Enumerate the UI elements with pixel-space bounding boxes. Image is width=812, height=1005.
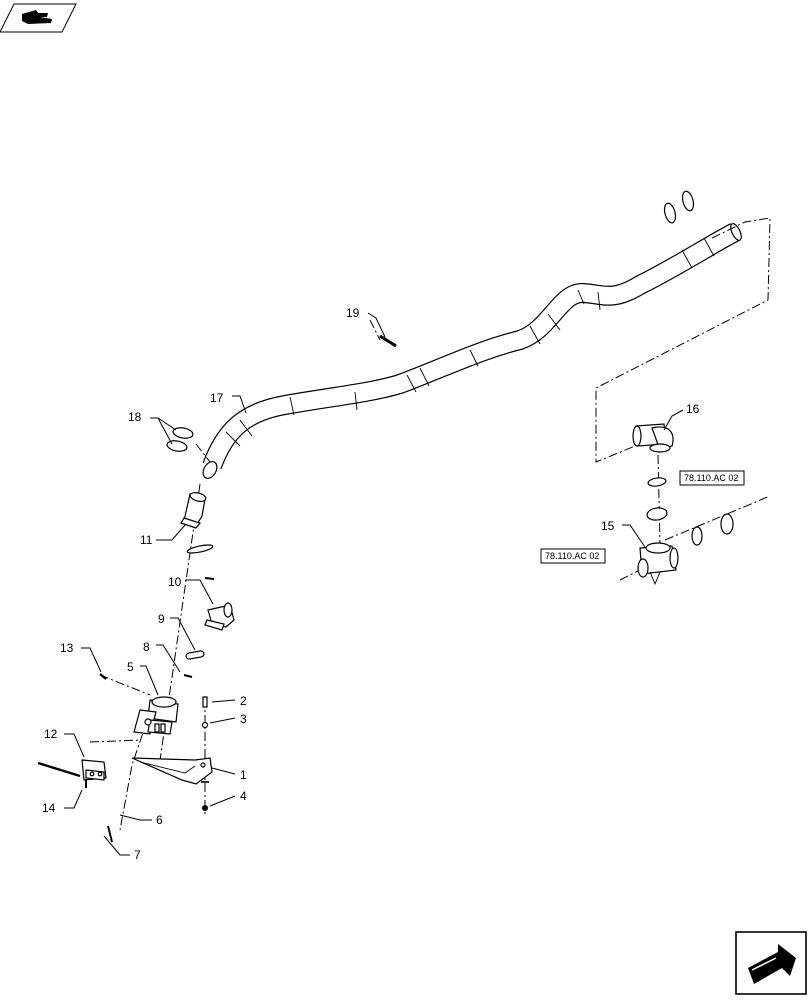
callout-3: 3 <box>240 712 247 726</box>
clamp-ring-top-2 <box>681 190 695 212</box>
pin-13 <box>99 673 107 680</box>
callout-17: 17 <box>210 391 224 405</box>
screw-7 <box>107 825 113 843</box>
reference-box-right[interactable]: 78.110.AC 02 <box>679 470 745 486</box>
pointing-hand-icon[interactable] <box>0 3 77 33</box>
clamp-ring-side-2 <box>720 513 734 535</box>
tee-15 <box>637 542 679 586</box>
callout-10: 10 <box>168 575 182 589</box>
next-page-arrow-icon[interactable] <box>735 931 807 995</box>
o-ring-upper <box>647 477 667 487</box>
callout-15: 15 <box>601 519 615 533</box>
elbow-11 <box>180 492 207 529</box>
clamp-ring-top-1 <box>663 202 677 224</box>
bolt-2 <box>202 696 208 708</box>
callout-7: 7 <box>134 848 141 862</box>
leader-lines <box>64 312 684 856</box>
clamp-ring-side-1 <box>691 526 703 546</box>
callout-11: 11 <box>140 533 153 547</box>
callout-2: 2 <box>240 694 247 708</box>
tube-17 <box>202 223 742 479</box>
reference-label-right: 78.110.AC 02 <box>684 473 738 483</box>
elbow-16 <box>632 423 674 453</box>
callout-6: 6 <box>156 813 163 827</box>
washer-3 <box>201 721 209 729</box>
rod-14 <box>37 761 81 778</box>
gasket-o-ring <box>186 544 214 554</box>
clip-12 <box>81 759 107 781</box>
bracket-1 <box>131 757 213 785</box>
reference-label-left: 78.110.AC 02 <box>545 551 599 561</box>
callout-1: 1 <box>240 768 247 782</box>
ring-8 <box>183 674 193 678</box>
nut-4 <box>202 805 208 811</box>
callout-9: 9 <box>158 612 165 626</box>
callout-4: 4 <box>240 789 247 803</box>
callout-12: 12 <box>44 727 58 741</box>
reference-box-left[interactable]: 78.110.AC 02 <box>540 548 606 564</box>
sleeve-9 <box>185 650 205 660</box>
callout-14: 14 <box>42 801 56 815</box>
elbow-10 <box>204 602 235 631</box>
callout-13: 13 <box>60 641 74 655</box>
callout-18: 18 <box>128 410 142 424</box>
callout-5: 5 <box>127 660 134 674</box>
pin-19 <box>379 334 397 348</box>
clamp-ring-mid <box>646 507 668 521</box>
callout-8: 8 <box>143 640 150 654</box>
clamp-ring-18b <box>166 440 188 452</box>
callout-16: 16 <box>686 402 700 416</box>
clamp-ring-18a <box>172 427 194 439</box>
valve-5 <box>133 696 179 735</box>
callout-19: 19 <box>346 306 360 320</box>
